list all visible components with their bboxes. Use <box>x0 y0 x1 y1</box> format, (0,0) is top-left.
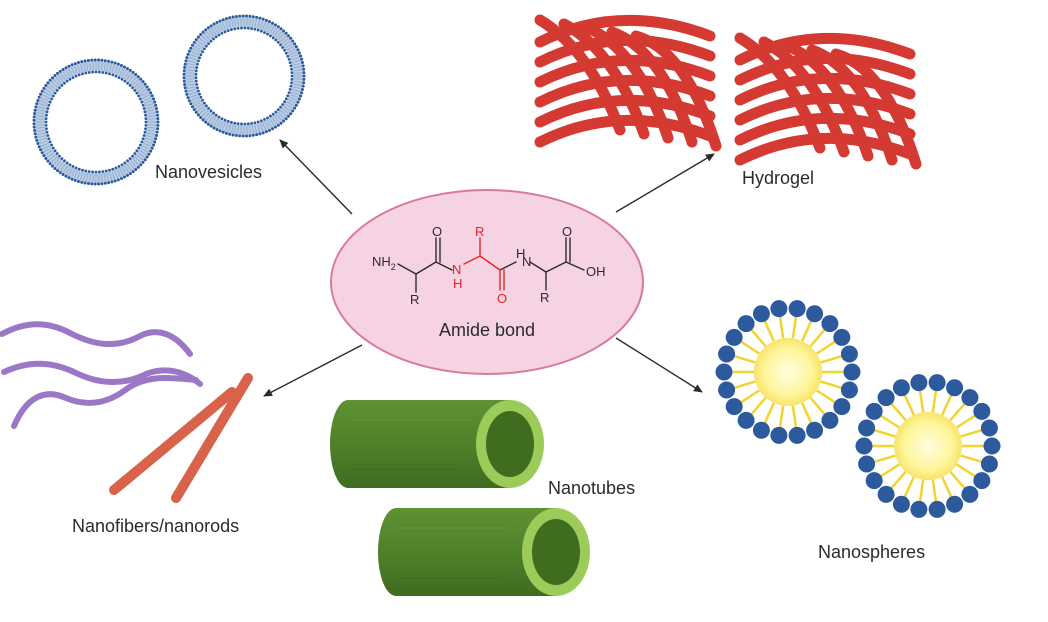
nanosphere-1 <box>715 300 861 444</box>
nanorod-1 <box>109 387 237 495</box>
hydrogel-illustration <box>534 14 922 170</box>
chem-n-red: N <box>452 262 461 277</box>
chem-nh2: NH2 <box>372 254 396 272</box>
arrow-to-hydrogel <box>615 153 715 213</box>
arrow-to-nanospheres <box>615 337 703 393</box>
nanospheres-illustration <box>715 300 1001 518</box>
chem-n2: N <box>522 254 531 269</box>
chem-h2: H <box>516 246 525 261</box>
nanofibers-illustration <box>0 321 253 503</box>
fiber-strand-3 <box>11 374 199 429</box>
chem-r-red: R <box>475 224 484 239</box>
nanotube-2 <box>378 508 590 596</box>
hydrogel-label: Hydrogel <box>742 168 814 188</box>
chem-oh: OH <box>586 264 606 279</box>
nanospheres-label: Nanospheres <box>818 542 925 562</box>
arrow-to-nanovesicles <box>279 139 353 215</box>
chem-o3: O <box>562 224 572 239</box>
vesicle-left <box>32 58 160 186</box>
amide-bond-ellipse <box>330 189 644 375</box>
peptide-structure: NH2 O R N H R O H N O OH R <box>372 224 606 307</box>
nanosphere-2 <box>855 374 1001 518</box>
fiber-strand-1 <box>0 321 193 357</box>
nanovesicles-label: Nanovesicles <box>155 162 262 182</box>
nanotubes-illustration <box>330 400 590 596</box>
vesicle-right <box>182 14 306 138</box>
hydrogel-mesh-right <box>734 32 922 170</box>
nanotube-1 <box>330 400 544 488</box>
nanorod-2 <box>171 373 253 503</box>
amide-bond-node: NH2 O R N H R O H N O OH R Amide bond <box>330 189 644 375</box>
arrow-to-nanofibers <box>263 344 363 397</box>
chem-o-red: O <box>497 291 507 306</box>
hydrogel-mesh-left <box>534 14 722 152</box>
nanofibers-label: Nanofibers/nanorods <box>72 516 239 536</box>
fiber-strand-2 <box>1 360 203 387</box>
arrows <box>263 139 715 397</box>
chem-r1: R <box>410 292 419 307</box>
chem-r3: R <box>540 290 549 305</box>
nanotubes-label: Nanotubes <box>548 478 635 498</box>
amide-bond-label: Amide bond <box>439 320 535 340</box>
chem-h-red: H <box>453 276 462 291</box>
chem-o1: O <box>432 224 442 239</box>
nanovesicles-illustration <box>32 14 306 186</box>
